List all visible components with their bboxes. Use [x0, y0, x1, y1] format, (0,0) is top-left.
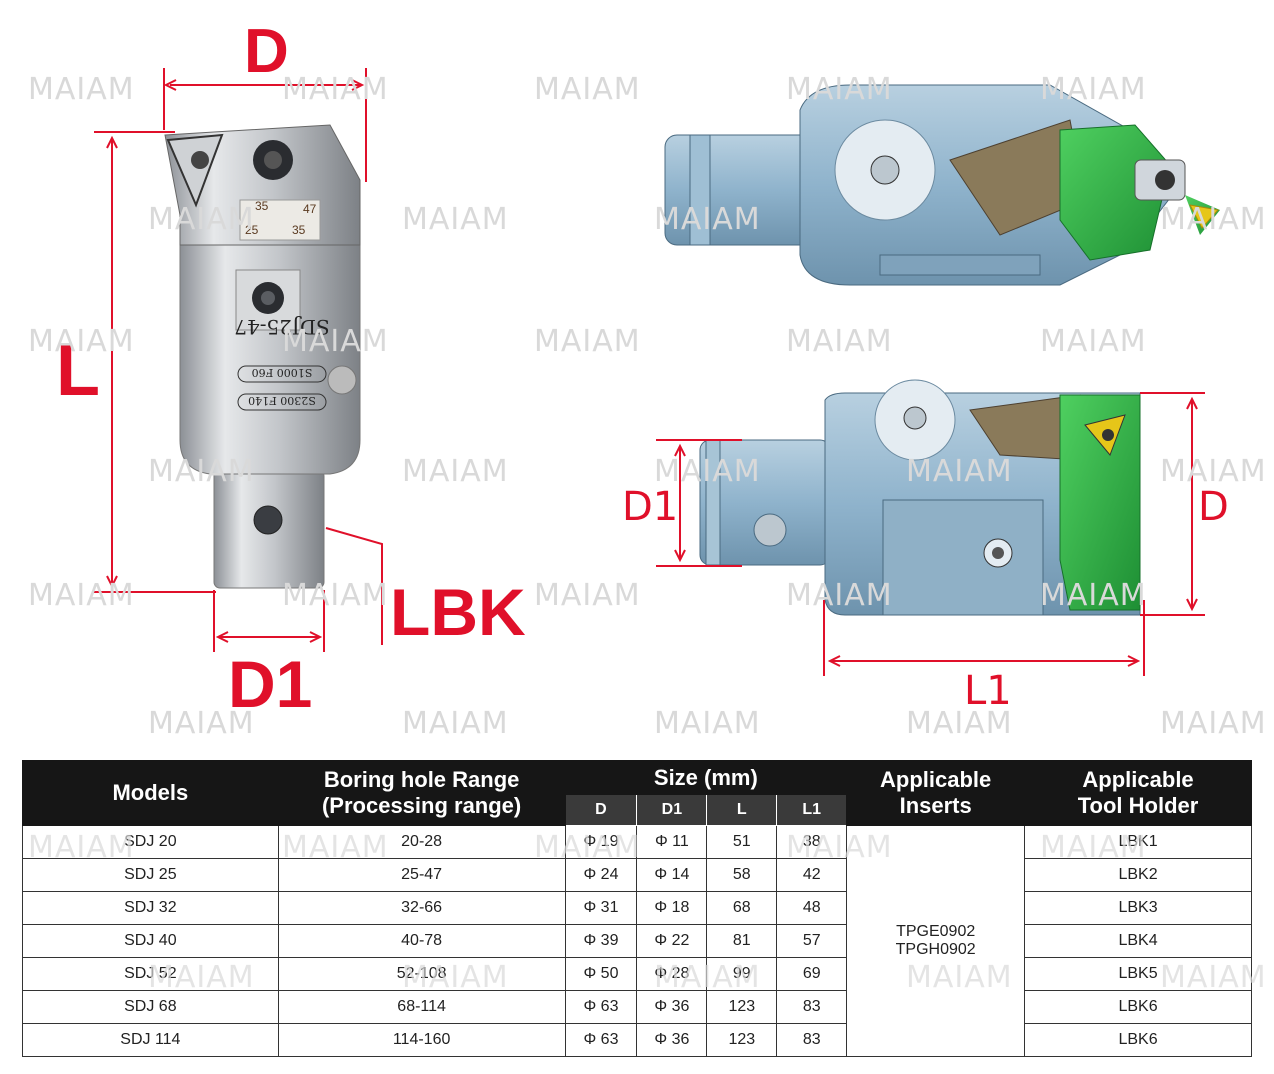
cell-l: 68 — [706, 891, 778, 925]
cell-l: 81 — [706, 924, 778, 958]
cell-l: 123 — [706, 990, 778, 1024]
left-dimension-lines — [94, 68, 383, 652]
cell-model: SDJ 25 — [22, 858, 279, 892]
scale-top-left: 35 — [255, 199, 269, 213]
header-models: Models — [22, 760, 279, 826]
label-d-left: D — [244, 17, 289, 86]
right-dimension-lines — [656, 392, 1205, 676]
scale-bottom-left: 25 — [245, 223, 259, 237]
label-d1-left: D1 — [228, 647, 313, 721]
cell-holder: LBK5 — [1024, 957, 1252, 991]
inserts-line1: TPGE0902 — [896, 923, 976, 940]
cell-model: SDJ 114 — [22, 1023, 279, 1057]
cell-range: 40-78 — [277, 924, 566, 958]
label-d-right: D — [1198, 484, 1229, 530]
cell-inserts: TPGE0902 TPGH0902 — [846, 825, 1026, 1057]
cell-l: 99 — [706, 957, 778, 991]
cell-d: Φ 24 — [564, 858, 638, 892]
label-d1-right: D1 — [622, 484, 679, 530]
cell-holder: LBK3 — [1024, 891, 1252, 925]
cell-holder: LBK2 — [1024, 858, 1252, 892]
label-lbk: LBK — [390, 575, 526, 649]
table-row: SDJ 68 68-114 Φ 63 Φ 36 123 83 LBK6 — [22, 990, 1252, 1024]
cell-model: SDJ 52 — [22, 957, 279, 991]
cell-holder: LBK6 — [1024, 990, 1252, 1024]
cell-d1: Φ 11 — [636, 825, 708, 859]
label-l1-right: L1 — [964, 668, 1012, 714]
cell-model: SDJ 40 — [22, 924, 279, 958]
table-row: SDJ 52 52-108 Φ 50 Φ 28 99 69 LBK5 — [22, 957, 1252, 991]
cell-d1: Φ 14 — [636, 858, 708, 892]
boring-head-photo: 35 47 25 35 S2300 F140 S1000 F60 SDJ25-4… — [164, 124, 361, 589]
cell-l1: 38 — [776, 825, 848, 859]
cell-d: Φ 39 — [564, 924, 638, 958]
model-engraving: SDJ25-47 — [234, 315, 329, 339]
subheader-d: D — [564, 794, 638, 826]
table-row: SDJ 20 20-28 Φ 19 Φ 11 51 38 TPGE0902 TP… — [22, 825, 1252, 1057]
cell-model: SDJ 20 — [22, 825, 279, 859]
product-illustration: 35 47 25 35 S2300 F140 S1000 F60 SDJ25-4… — [94, 68, 1220, 676]
cell-d1: Φ 22 — [636, 924, 708, 958]
cell-range: 68-114 — [277, 990, 566, 1024]
cell-range: 25-47 — [277, 858, 566, 892]
cell-l1: 42 — [776, 858, 848, 892]
cell-holder: LBK1 — [1024, 825, 1252, 859]
table-row: SDJ 40 40-78 Φ 39 Φ 22 81 57 LBK4 — [22, 924, 1252, 958]
cell-l1: 83 — [776, 990, 848, 1024]
header-range-line2: (Processing range) — [321, 793, 522, 818]
table-row: SDJ 25 25-47 Φ 24 Φ 14 58 42 LBK2 — [22, 858, 1252, 892]
table-row: SDJ 32 32-66 Φ 31 Φ 18 68 48 LBK3 — [22, 891, 1252, 925]
header-holder: Applicable Tool Holder — [1024, 760, 1252, 826]
label-l-left: L — [56, 331, 100, 411]
header-inserts-line2: Inserts — [899, 793, 972, 818]
cell-d1: Φ 36 — [636, 990, 708, 1024]
cell-d1: Φ 36 — [636, 1023, 708, 1057]
cell-range: 52-108 — [277, 957, 566, 991]
cell-holder: LBK6 — [1024, 1023, 1252, 1057]
cell-holder: LBK4 — [1024, 924, 1252, 958]
header-range-line1: Boring hole Range — [323, 767, 520, 792]
header-range: Boring hole Range (Processing range) — [277, 760, 566, 826]
cell-range: 114-160 — [277, 1023, 566, 1057]
cell-model: SDJ 32 — [22, 891, 279, 925]
cell-d: Φ 50 — [564, 957, 638, 991]
header-holder-line2: Tool Holder — [1077, 793, 1199, 818]
cell-range: 32-66 — [277, 891, 566, 925]
header-size: Size (mm) — [564, 760, 848, 795]
subheader-l1: L1 — [776, 794, 848, 826]
cell-l: 123 — [706, 1023, 778, 1057]
header-inserts-line1: Applicable — [880, 767, 992, 792]
header-holder-line1: Applicable — [1082, 767, 1194, 792]
inserts-line2: TPGH0902 — [895, 941, 976, 958]
scale-top-right: 47 — [303, 202, 317, 216]
cell-l1: 48 — [776, 891, 848, 925]
cell-d: Φ 63 — [564, 1023, 638, 1057]
boring-head-model-bottom — [699, 379, 1141, 616]
cell-d1: Φ 18 — [636, 891, 708, 925]
cell-d: Φ 19 — [564, 825, 638, 859]
speed-line-2: S1000 F60 — [252, 366, 313, 379]
header-inserts: Applicable Inserts — [846, 760, 1026, 826]
speed-line-1: S2300 F140 — [248, 394, 316, 407]
cell-model: SDJ 68 — [22, 990, 279, 1024]
cell-l: 58 — [706, 858, 778, 892]
cell-l: 51 — [706, 825, 778, 859]
scale-bottom-right: 35 — [292, 223, 306, 237]
subheader-l: L — [706, 794, 778, 826]
table-row: SDJ 114 114-160 Φ 63 Φ 36 123 83 LBK6 — [22, 1023, 1252, 1057]
cell-l1: 69 — [776, 957, 848, 991]
cell-l1: 57 — [776, 924, 848, 958]
cell-d: Φ 63 — [564, 990, 638, 1024]
spec-table: Models Boring hole Range (Processing ran… — [22, 760, 1252, 1057]
cell-range: 20-28 — [277, 825, 566, 859]
boring-head-model-top — [664, 84, 1220, 286]
cell-l1: 83 — [776, 1023, 848, 1057]
subheader-d1: D1 — [636, 794, 708, 826]
cell-d: Φ 31 — [564, 891, 638, 925]
cell-d1: Φ 28 — [636, 957, 708, 991]
